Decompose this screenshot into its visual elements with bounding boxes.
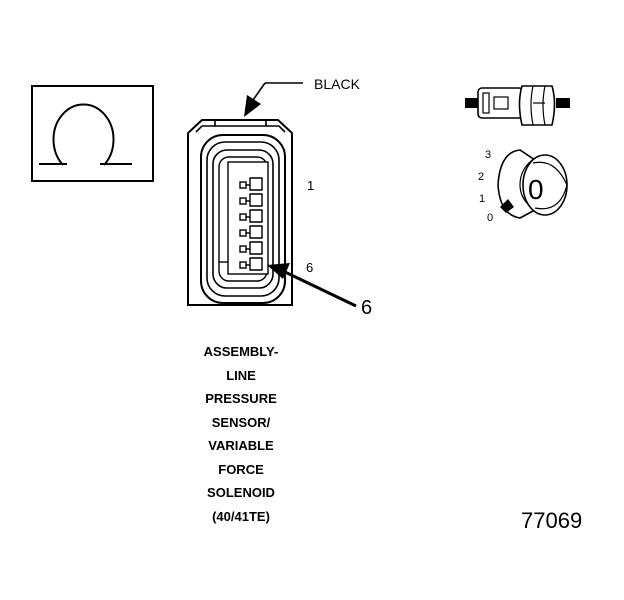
caption-line: PRESSURE	[205, 391, 277, 406]
caption-line: LINE	[226, 367, 256, 383]
view-key-icon	[497, 149, 568, 219]
caption-line: (40/41TE)	[212, 508, 270, 524]
view-scale-2: 2	[478, 171, 484, 183]
view-scale-0: 0	[487, 212, 493, 224]
pin-cavities	[239, 177, 263, 271]
mating-connector-icon	[465, 85, 570, 126]
pin-cavity	[239, 209, 263, 223]
view-scale-1: 1	[479, 193, 485, 205]
pin-cavity	[239, 257, 263, 271]
connector-body	[187, 119, 293, 306]
pin-cavity	[239, 241, 263, 255]
pin-label-bottom: 6	[306, 260, 313, 275]
pin-cavity	[239, 225, 263, 239]
color-leader	[244, 82, 303, 117]
caption-line: VARIABLE	[208, 438, 274, 453]
view-scale-3: 3	[485, 149, 491, 161]
callout-arrow	[267, 263, 357, 308]
caption-line: FORCE	[218, 461, 264, 477]
view-key-letter: 0	[528, 174, 544, 205]
caption-line: SENSOR/	[211, 414, 271, 430]
caption-line: ASSEMBLY-	[203, 344, 279, 359]
pin-label-top: 1	[307, 178, 314, 193]
pin-cavity	[239, 177, 263, 191]
pin-cavity	[239, 193, 263, 207]
component-caption: ASSEMBLY- LINE PRESSURE SENSOR/ VARIABLE…	[170, 340, 312, 528]
callout-pin-number: 6	[361, 297, 372, 319]
figure-number: 77069	[521, 508, 582, 533]
connector-color-label: BLACK	[314, 76, 361, 92]
caption-line: SOLENOID	[207, 485, 275, 500]
omega-icon	[31, 85, 154, 182]
